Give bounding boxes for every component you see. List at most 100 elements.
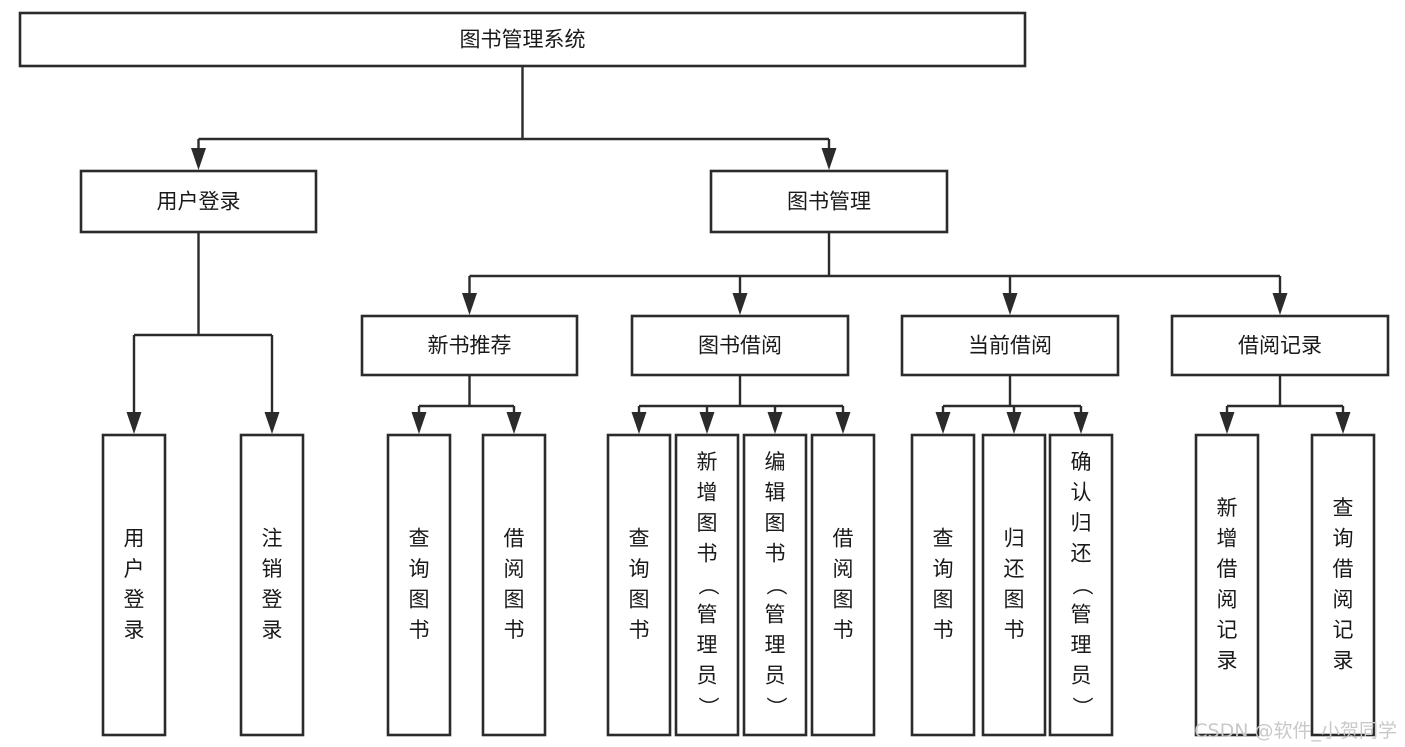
svg-text:书: 书 — [933, 618, 954, 642]
node-label-book-borrow: 图书借阅 — [698, 334, 782, 358]
svg-text:查: 查 — [409, 526, 430, 550]
node-box-borrow-record[interactable] — [1170, 314, 1390, 377]
node-box-root[interactable] — [18, 11, 1027, 68]
svg-text:图: 图 — [765, 511, 786, 535]
node-box-leaf-borrow-book[interactable] — [810, 433, 876, 737]
node-box-leaf-borrow-query[interactable] — [606, 433, 672, 737]
svg-text:书: 书 — [629, 618, 650, 642]
svg-text:认: 认 — [1071, 481, 1092, 505]
svg-text:管: 管 — [1071, 603, 1092, 627]
svg-text:管: 管 — [697, 603, 718, 627]
node-box-leaf-logout[interactable] — [239, 433, 305, 737]
edges-layer — [126, 66, 1351, 434]
svg-text:图: 图 — [629, 587, 650, 611]
node-root[interactable]: 图书管理系统 — [18, 11, 1027, 68]
node-book-borrow[interactable]: 图书借阅 — [630, 314, 850, 377]
edge-group-new-book-rec — [411, 375, 522, 434]
node-box-user-login[interactable] — [79, 169, 318, 234]
node-current-borrow[interactable]: 当前借阅 — [900, 314, 1120, 377]
svg-text:用: 用 — [124, 526, 145, 550]
edge-group-user-login — [126, 232, 280, 434]
svg-text:借: 借 — [504, 526, 525, 550]
svg-text:书: 书 — [504, 618, 525, 642]
node-box-leaf-user-login[interactable] — [101, 433, 167, 737]
svg-text:图: 图 — [697, 511, 718, 535]
svg-text:借: 借 — [1333, 557, 1354, 581]
svg-text:查: 查 — [933, 526, 954, 550]
svg-text:书: 书 — [409, 618, 430, 642]
node-new-book-rec[interactable]: 新书推荐 — [360, 314, 579, 377]
node-box-leaf-return-book[interactable] — [981, 433, 1047, 737]
node-borrow-record[interactable]: 借阅记录 — [1170, 314, 1390, 377]
svg-text:销: 销 — [262, 557, 283, 581]
node-box-leaf-edit-book[interactable] — [742, 433, 808, 737]
svg-text:员: 员 — [765, 664, 786, 688]
svg-text:归: 归 — [1071, 511, 1092, 535]
svg-text:阅: 阅 — [833, 557, 854, 581]
svg-text:记: 记 — [1333, 618, 1354, 642]
edge-group-borrow-record — [1219, 375, 1351, 434]
svg-text:书: 书 — [833, 618, 854, 642]
svg-text:录: 录 — [124, 618, 145, 642]
svg-text:）: ） — [764, 697, 788, 718]
node-box-current-borrow[interactable] — [900, 314, 1120, 377]
svg-text:确: 确 — [1071, 450, 1092, 474]
svg-text:询: 询 — [409, 557, 430, 581]
node-box-leaf-add-book[interactable] — [674, 433, 740, 737]
node-box-leaf-confirm-return[interactable] — [1048, 433, 1114, 737]
node-box-book-borrow[interactable] — [630, 314, 850, 377]
node-box-leaf-query-record[interactable] — [1310, 433, 1376, 737]
node-label-leaf-user-login: 用户登录 — [124, 526, 145, 642]
node-user-login[interactable]: 用户登录 — [79, 169, 318, 234]
svg-text:员: 员 — [1071, 664, 1092, 688]
svg-text:录: 录 — [262, 618, 283, 642]
node-box-leaf-rec-borrow[interactable] — [481, 433, 547, 737]
svg-text:理: 理 — [765, 633, 786, 657]
node-book-manage[interactable]: 图书管理 — [709, 169, 949, 234]
svg-text:新: 新 — [1217, 496, 1238, 520]
svg-text:图: 图 — [833, 587, 854, 611]
svg-text:编: 编 — [765, 450, 786, 474]
node-box-new-book-rec[interactable] — [360, 314, 579, 377]
node-box-leaf-rec-query[interactable] — [386, 433, 452, 737]
svg-text:归: 归 — [1004, 526, 1025, 550]
node-box-leaf-add-record[interactable] — [1194, 433, 1260, 737]
svg-text:）: ） — [1070, 697, 1094, 718]
edge-group-root — [191, 66, 837, 170]
svg-text:书: 书 — [1004, 618, 1025, 642]
svg-text:借: 借 — [1217, 557, 1238, 581]
svg-text:记: 记 — [1217, 618, 1238, 642]
svg-text:新: 新 — [697, 450, 718, 474]
svg-text:查: 查 — [629, 526, 650, 550]
svg-text:书: 书 — [697, 542, 718, 566]
edge-group-current-borrow — [935, 375, 1089, 434]
node-box-book-manage[interactable] — [709, 169, 949, 234]
svg-text:询: 询 — [1333, 526, 1354, 550]
node-leaf-user-login[interactable]: 用户登录 — [101, 433, 167, 737]
svg-text:图: 图 — [409, 587, 430, 611]
svg-text:还: 还 — [1004, 557, 1025, 581]
node-box-leaf-cur-query[interactable] — [910, 433, 976, 737]
svg-text:询: 询 — [933, 557, 954, 581]
